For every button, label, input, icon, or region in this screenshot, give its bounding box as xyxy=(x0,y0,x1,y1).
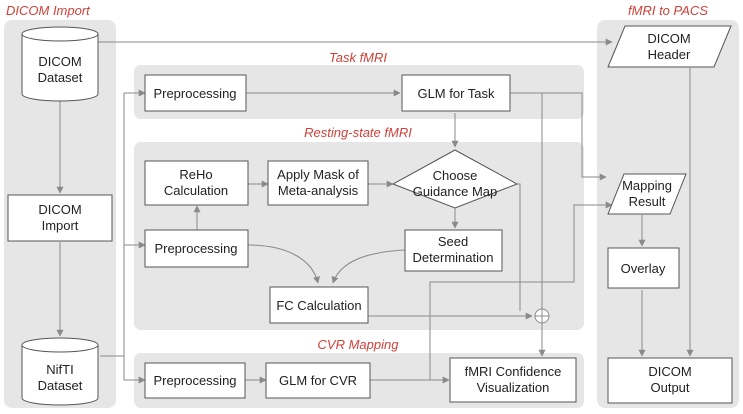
svg-text:GLM for Task: GLM for Task xyxy=(417,86,495,101)
svg-text:DICOM: DICOM xyxy=(648,364,691,379)
glm-task-node: GLM for Task xyxy=(401,74,511,112)
cvr-mapping-title: CVR Mapping xyxy=(318,337,400,352)
svg-text:Mapping: Mapping xyxy=(622,178,672,193)
svg-text:Seed: Seed xyxy=(438,234,468,249)
svg-text:DICOM: DICOM xyxy=(38,54,81,69)
rest-preprocessing-node: Preprocessing xyxy=(144,229,249,268)
svg-text:Preprocessing: Preprocessing xyxy=(153,86,236,101)
task-preprocessing-node: Preprocessing xyxy=(144,74,247,112)
choose-map-node: Choose Guidance Map xyxy=(391,149,519,209)
svg-text:Preprocessing: Preprocessing xyxy=(153,373,236,388)
dicom-output-node: DICOM Output xyxy=(607,357,733,404)
svg-text:Determination: Determination xyxy=(413,250,494,265)
connections xyxy=(56,38,694,384)
svg-text:Dataset: Dataset xyxy=(38,378,83,393)
svg-text:NifTI: NifTI xyxy=(46,362,73,377)
svg-text:Visualization: Visualization xyxy=(477,380,550,395)
overlay-node: Overlay xyxy=(607,247,680,289)
combine-symbol xyxy=(534,308,550,324)
svg-text:FC Calculation: FC Calculation xyxy=(276,298,361,313)
svg-text:Choose: Choose xyxy=(433,168,478,183)
svg-text:Meta-analysis: Meta-analysis xyxy=(278,183,359,198)
svg-text:Guidance Map: Guidance Map xyxy=(413,184,498,199)
svg-text:Import: Import xyxy=(42,218,79,233)
svg-text:Preprocessing: Preprocessing xyxy=(154,241,237,256)
dicom-import-node: DICOM Import xyxy=(7,194,113,242)
resting-state-title: Resting-state fMRI xyxy=(304,125,412,140)
confidence-node: fMRI Confidence Visualization xyxy=(449,357,577,403)
glm-cvr-node: GLM for CVR xyxy=(265,362,371,399)
mapping-result-node: Mapping Result xyxy=(607,173,687,215)
apply-mask-node: Apply Mask of Meta-analysis xyxy=(267,160,369,206)
svg-text:fMRI Confidence: fMRI Confidence xyxy=(465,364,562,379)
svg-text:Output: Output xyxy=(650,380,689,395)
svg-text:Header: Header xyxy=(648,47,691,62)
svg-text:Calculation: Calculation xyxy=(164,183,228,198)
svg-text:DICOM: DICOM xyxy=(647,31,690,46)
svg-text:Apply Mask of: Apply Mask of xyxy=(277,167,359,182)
reho-node: ReHo Calculation xyxy=(144,160,249,206)
svg-text:GLM for CVR: GLM for CVR xyxy=(279,373,357,388)
fmri-to-pacs-title: fMRI to PACS xyxy=(628,3,708,18)
cvr-preprocessing-node: Preprocessing xyxy=(144,362,246,399)
dicom-header-node: DICOM Header xyxy=(607,25,732,68)
svg-text:Dataset: Dataset xyxy=(38,70,83,85)
fc-node: FC Calculation xyxy=(269,286,369,324)
svg-text:Result: Result xyxy=(629,194,666,209)
task-fmri-title: Task fMRI xyxy=(329,50,387,65)
svg-text:ReHo: ReHo xyxy=(179,167,212,182)
seed-node: Seed Determination xyxy=(404,229,503,272)
nifti-dataset-node: NifTI Dataset xyxy=(21,337,99,406)
svg-text:Overlay: Overlay xyxy=(621,261,666,276)
dicom-dataset-node: DICOM Dataset xyxy=(21,26,99,102)
svg-text:DICOM: DICOM xyxy=(38,202,81,217)
dicom-import-title: DICOM Import xyxy=(6,3,91,18)
